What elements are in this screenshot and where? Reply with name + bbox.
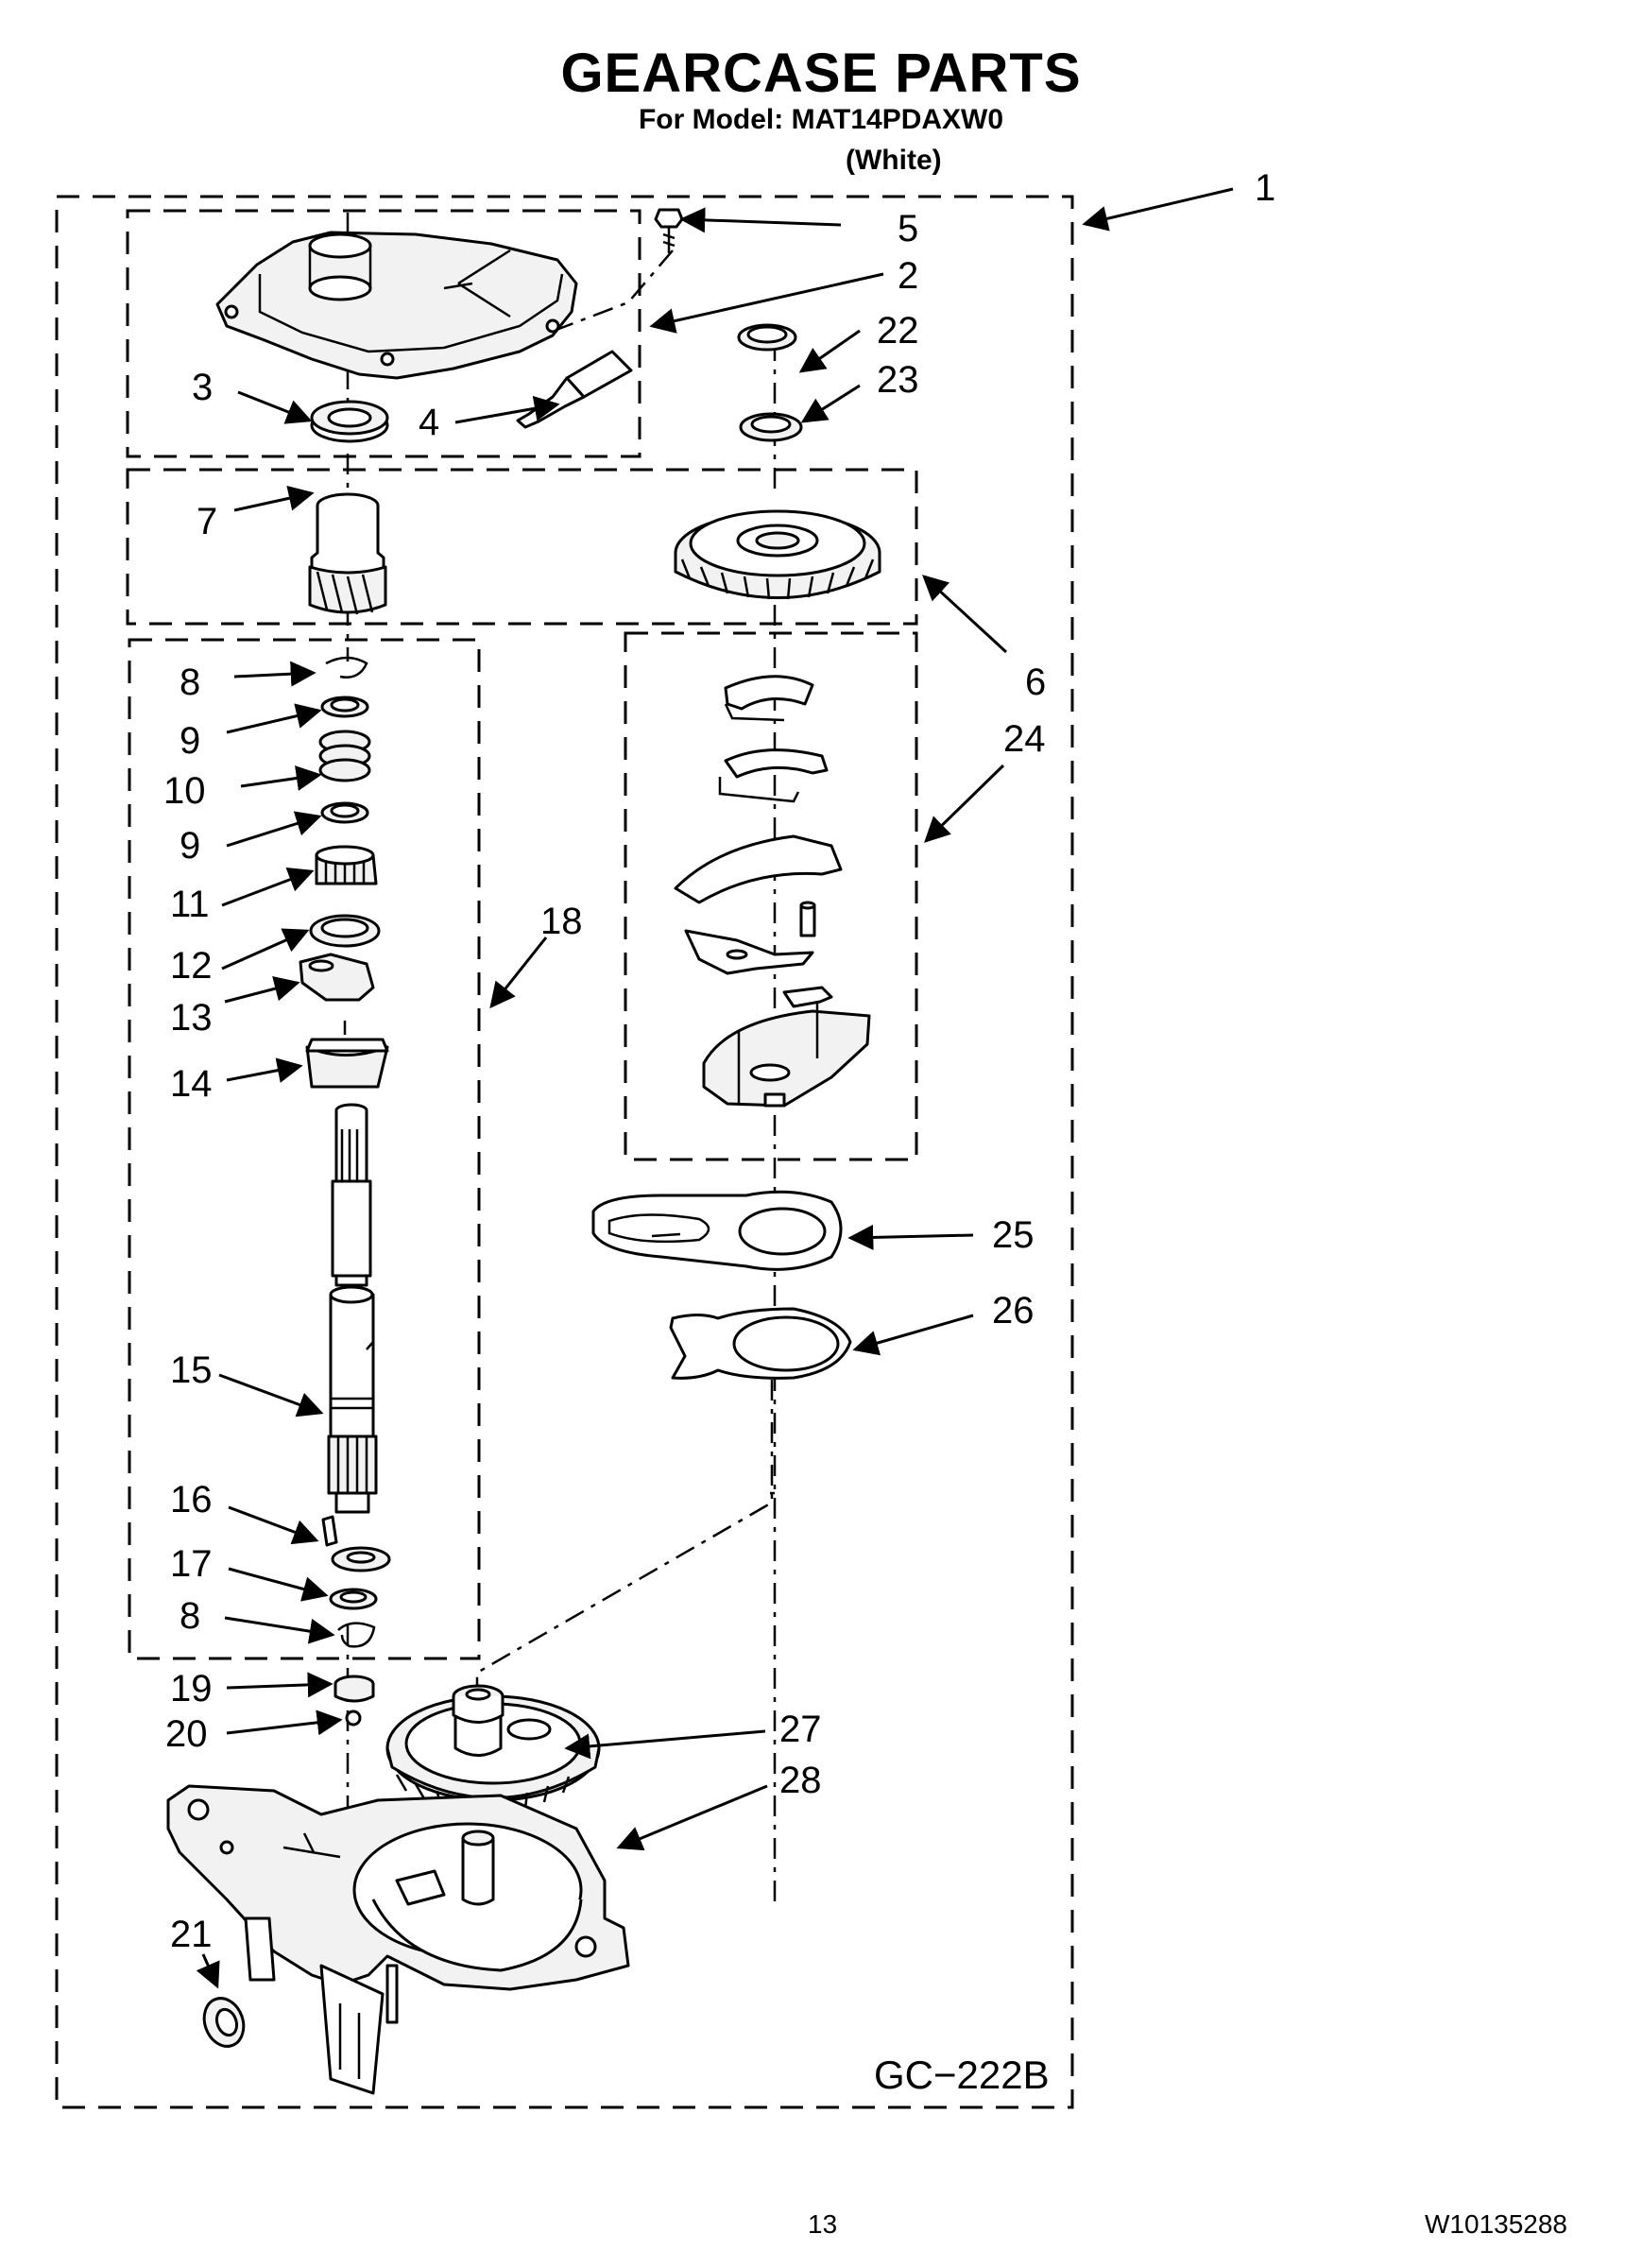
callout-6: 6	[1025, 662, 1046, 703]
callout-16: 16	[170, 1479, 213, 1521]
right-centerline-lower	[475, 1380, 774, 1692]
screw-centerline	[528, 249, 674, 342]
callout-4: 4	[419, 402, 439, 443]
retaining-ring	[737, 323, 797, 352]
callout-9-top: 9	[180, 720, 200, 762]
callout-25: 25	[992, 1214, 1035, 1256]
page-title: GEARCASE PARTS	[560, 43, 1082, 104]
assembly-6-boundary	[126, 468, 918, 626]
callout-8-top: 8	[180, 662, 200, 703]
seal	[202, 1997, 246, 2048]
large-drive-gear	[674, 509, 881, 600]
sealant-tube	[516, 350, 633, 429]
diagram-code: GC−222B	[874, 2053, 1050, 2097]
callout-24: 24	[1003, 718, 1046, 760]
callout-20: 20	[165, 1713, 208, 1755]
callout-15: 15	[170, 1349, 213, 1391]
callout-2: 2	[898, 255, 918, 297]
callout-14: 14	[170, 1063, 213, 1105]
model-line: For Model: MAT14PDAXW0	[638, 104, 1004, 135]
callout-18: 18	[540, 901, 583, 942]
document-number: W10135288	[1425, 2209, 1568, 2239]
callout-17: 17	[170, 1543, 213, 1585]
callout-19: 19	[170, 1668, 213, 1710]
callout-7: 7	[197, 501, 217, 542]
gearcase-base	[166, 1784, 630, 2095]
shaft	[327, 1103, 378, 1514]
callout-27: 27	[779, 1709, 822, 1750]
shaft-assembly-stack	[299, 656, 389, 1089]
lower-shaft-parts	[321, 1515, 391, 1727]
callout-11: 11	[170, 884, 210, 925]
assembly-18-boundary	[128, 638, 481, 1660]
leader-arrows	[196, 187, 1234, 1989]
callout-21: 21	[170, 1914, 213, 1955]
callout-28: 28	[779, 1760, 822, 1801]
assembly-24-boundary	[624, 631, 918, 1161]
callout-8-bottom: 8	[180, 1595, 200, 1637]
shift-fork	[669, 1307, 852, 1380]
callout-26: 26	[992, 1290, 1035, 1332]
pinion-gear	[308, 492, 387, 615]
shift-lever	[591, 1190, 843, 1271]
assembly-1-boundary	[55, 195, 1074, 2109]
callout-3: 3	[192, 367, 213, 408]
callout-9-lower: 9	[180, 825, 200, 867]
callout-22: 22	[877, 310, 919, 352]
assembly-2-boundary	[126, 209, 641, 458]
color-note: (White)	[846, 145, 942, 176]
callout-1: 1	[1255, 167, 1275, 209]
callout-5: 5	[898, 208, 918, 249]
drive-gear	[385, 1684, 601, 1813]
callout-10: 10	[163, 770, 206, 812]
shift-assembly	[674, 675, 871, 1108]
screw	[654, 208, 684, 253]
page-number: 13	[808, 2209, 838, 2239]
gearcase-cover	[215, 231, 578, 380]
cover-seal	[310, 400, 389, 443]
callout-12: 12	[170, 945, 213, 987]
callout-13: 13	[170, 997, 213, 1039]
washer	[739, 412, 803, 442]
callout-23: 23	[877, 359, 919, 401]
